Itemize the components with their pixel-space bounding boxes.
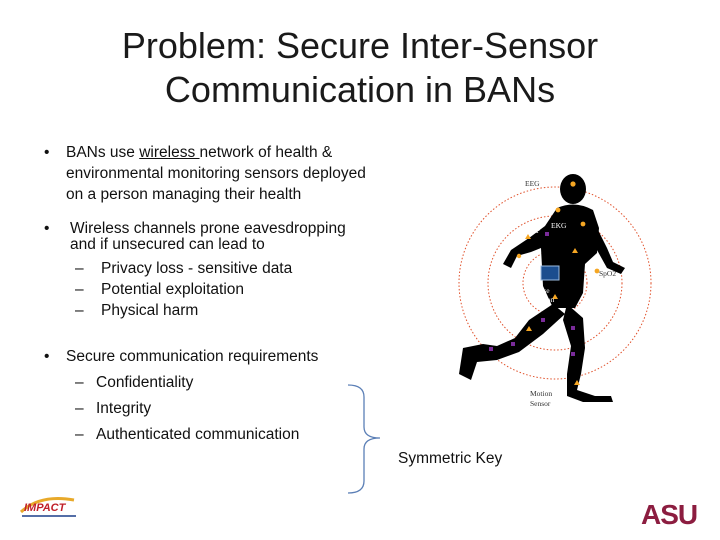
sub-item: Potential exploitation [44,279,374,300]
body-area-network-figure: EEG EKG BP SpO2 Base Station Motion Sens… [458,174,652,408]
sub-item: Privacy loss - sensitive data [44,258,374,279]
svg-text:IMPACT: IMPACT [24,502,67,514]
sub-item: Integrity [44,398,374,419]
sub-item: Confidentiality [44,372,374,393]
range-ring-outer [458,186,652,380]
asu-logo: ASU [641,499,698,530]
sensor-label: Sensor [530,399,551,408]
base-station-device [540,265,560,281]
base-label: Base [535,286,550,295]
bullet-secure-requirements: Secure communication requirements [44,346,374,367]
bp-label: BP [531,226,540,235]
svg-text:ASU: ASU [641,499,697,530]
sub-item: Authenticated communication [44,424,374,445]
bullet-list: BANs use wireless network of health & en… [44,142,374,445]
sub-item: Physical harm [44,300,374,321]
symmetric-key-label: Symmetric Key [398,450,503,467]
bullet-bans-pre: BANs use [66,144,140,161]
sensor-squares [489,232,575,356]
sensor-dots [516,181,600,385]
slide-title: Problem: Secure Inter-Sensor Communicati… [60,24,660,112]
bullet-wireless-channels-text: Wireless channels prone eavesdropping an… [70,220,346,253]
spo2-label: SpO2 [599,269,616,278]
title-line-2: Communication in BANs [164,69,556,110]
bullet-bans: BANs use wireless network of health & en… [44,142,374,205]
motion-label: Motion [530,389,552,398]
impact-logo: IMPACT [19,497,76,517]
eeg-label: EEG [525,179,540,188]
bullet-secure-text: Secure communication requirements [66,348,319,365]
bullet-bans-wireless: wireless [139,144,200,161]
bullet-bans-post: network of health & environmental monito… [66,144,366,203]
title-line-1: Problem: Secure Inter-Sensor [121,25,599,66]
curly-brace [347,384,381,494]
station-label: Station [533,295,555,304]
ekg-label: EKG [551,221,567,230]
bullet-wireless-channels: Wireless channels prone eavesdropping an… [44,221,374,253]
